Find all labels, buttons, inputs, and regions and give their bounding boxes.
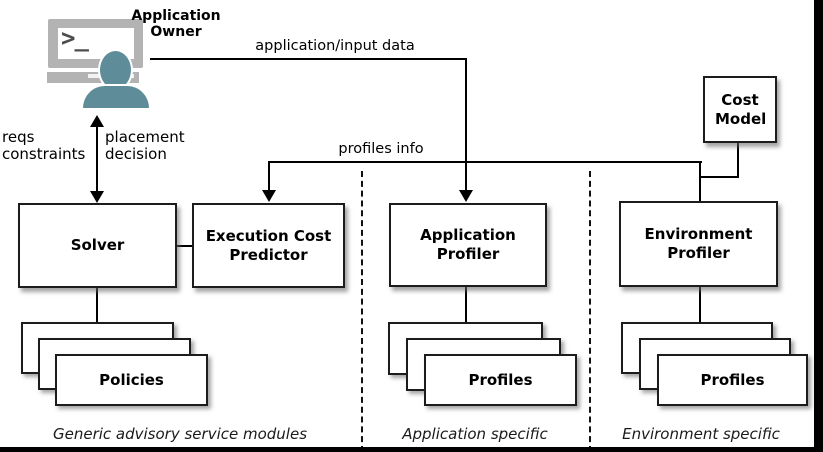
separator-application-environment xyxy=(589,171,591,452)
solver-label: Solver xyxy=(70,236,125,255)
arrowhead-up-owner-icon xyxy=(90,115,104,127)
application-profiles-label: Profiles xyxy=(468,371,533,389)
profiles-info-label: profiles info xyxy=(338,141,424,157)
application-input-data-label: application/input data xyxy=(255,38,415,54)
environment-profiles-stack-front: Profiles xyxy=(657,354,808,406)
page-edge-bottom xyxy=(0,447,823,452)
application-owner-label: Application Owner xyxy=(131,8,221,41)
arrowhead-application-profiler-icon xyxy=(459,190,473,202)
application-input-data-line-horizontal xyxy=(150,58,467,60)
environment-profiles-label: Profiles xyxy=(700,371,765,389)
section-label-generic: Generic advisory service modules xyxy=(52,425,308,443)
solver-policies-connector xyxy=(96,288,98,324)
page-edge-right xyxy=(814,0,823,452)
application-profiler-label: Application Profiler xyxy=(420,226,516,263)
placement-decision-label: placement decision xyxy=(105,128,185,163)
cost-model-label: Cost Model xyxy=(715,90,767,128)
profiles-info-line-left-vertical xyxy=(268,161,270,191)
reqs-constraints-label: reqs constraints xyxy=(2,128,86,163)
cost-model-connector-vertical xyxy=(737,143,739,178)
policies-label: Policies xyxy=(99,371,164,389)
environment-profiler-box: Environment Profiler xyxy=(619,201,778,287)
solver-box: Solver xyxy=(18,203,177,288)
section-label-environment: Environment specific xyxy=(622,425,780,443)
environment-profiler-profiles-connector xyxy=(699,287,701,324)
policies-stack-front: Policies xyxy=(55,354,208,406)
section-label-application: Application specific xyxy=(402,425,548,443)
execution-cost-predictor-label: Execution Cost Predictor xyxy=(205,226,332,264)
application-input-data-line-vertical xyxy=(465,58,467,191)
solver-ecp-connector xyxy=(176,245,193,247)
profiles-info-line-horizontal xyxy=(268,161,702,163)
arrowhead-down-solver-icon xyxy=(90,191,104,203)
arrowhead-execution-cost-predictor-icon xyxy=(262,190,276,202)
owner-solver-arrow-shaft xyxy=(96,125,98,192)
application-profiler-box: Application Profiler xyxy=(389,203,547,287)
person-body-icon xyxy=(81,84,151,108)
cost-model-connector-horizontal xyxy=(700,176,739,178)
environment-profiler-label: Environment Profiler xyxy=(644,225,753,262)
profiles-info-line-right-vertical xyxy=(699,161,701,204)
execution-cost-predictor-box: Execution Cost Predictor xyxy=(192,203,345,288)
terminal-prompt-icon: >_ xyxy=(61,24,89,52)
separator-generic-application xyxy=(361,171,363,452)
application-profiles-stack-front: Profiles xyxy=(424,354,577,406)
application-profiler-profiles-connector xyxy=(465,287,467,324)
cost-model-box: Cost Model xyxy=(703,76,777,143)
